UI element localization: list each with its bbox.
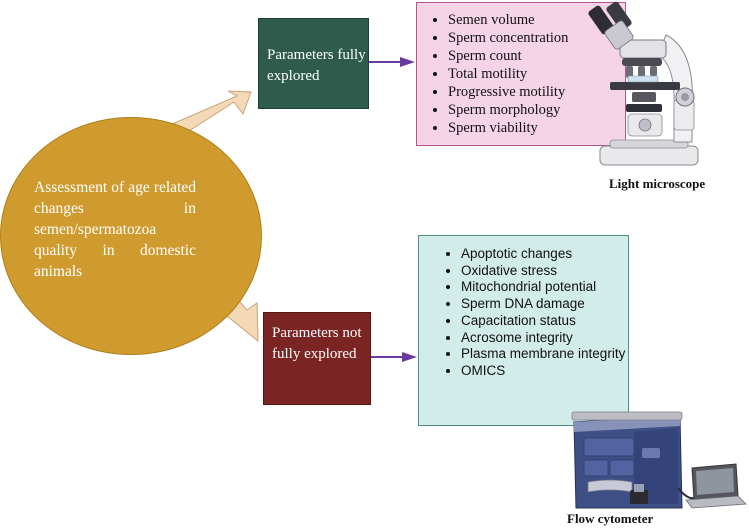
list-item: Acrosome integrity (461, 330, 628, 347)
list-item: Apoptotic changes (461, 246, 628, 263)
microscope-icon (588, 1, 699, 166)
arrow-up-right (169, 90, 252, 139)
list-explored-parameters: Semen volume Sperm concentration Sperm c… (416, 2, 626, 146)
list-item: Plasma membrane integrity (461, 346, 628, 363)
list-item: Total motility (448, 65, 625, 83)
box-fully-label: Parameters fully explored (267, 47, 366, 84)
list-item: Sperm count (448, 47, 625, 65)
list-unexplored-parameters: Apoptotic changes Oxidative stress Mitoc… (418, 235, 629, 426)
list-item: Sperm morphology (448, 101, 625, 119)
list-item: Oxidative stress (461, 263, 628, 280)
connector-bottom-head (402, 352, 417, 362)
central-text: Assessment of age related changes in sem… (34, 179, 196, 280)
list-item: Sperm concentration (448, 29, 625, 47)
caption-flow-cytometer: Flow cytometer (567, 511, 654, 526)
list-item: Sperm viability (448, 119, 625, 137)
box-parameters-not-fully-explored: Parameters not fully explored (263, 312, 371, 405)
box-not-fully-label: Parameters not fully explored (272, 325, 362, 362)
central-ellipse (0, 117, 262, 355)
flow-cytometer-icon (571, 411, 747, 509)
list-item: Progressive motility (448, 83, 625, 101)
list-item: Capacitation status (461, 313, 628, 330)
box-parameters-fully-explored: Parameters fully explored (258, 18, 369, 109)
caption-light-microscope: Light microscope (609, 176, 706, 191)
connector-top-head (400, 57, 415, 67)
list-item: Sperm DNA damage (461, 296, 628, 313)
list-item: OMICS (461, 363, 628, 380)
list-item: Semen volume (448, 11, 625, 29)
list-item: Mitochondrial potential (461, 279, 628, 296)
